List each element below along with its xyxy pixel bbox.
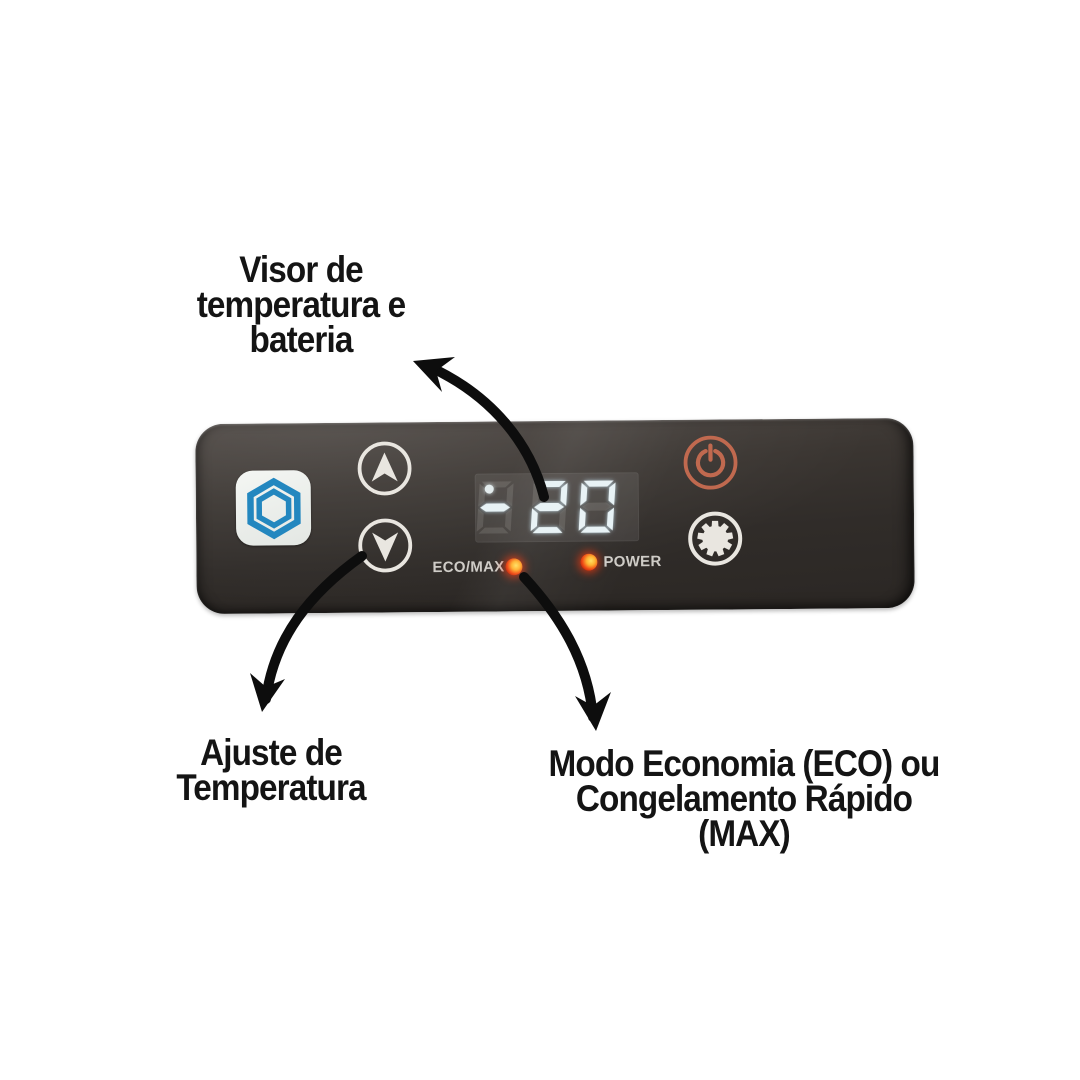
temp-down-button[interactable] <box>356 516 415 575</box>
gear-icon <box>688 511 743 566</box>
down-arrow-icon <box>358 518 413 573</box>
adjust-annotation-label: Ajuste de Temperatura <box>127 732 415 808</box>
display-annotation-line3: bateria <box>249 319 354 360</box>
power-icon <box>683 435 738 490</box>
adjust-annotation-line1: Ajuste de <box>200 732 343 773</box>
settings-button[interactable] <box>686 509 745 568</box>
display-annotation-line1: Visor de <box>239 249 363 290</box>
mode-annotation-line1: Modo Economia (ECO) ou <box>548 743 941 784</box>
power-led <box>580 553 598 571</box>
mode-annotation-label: Modo Economia (ECO) ou Congelamento Rápi… <box>542 743 947 854</box>
temperature-display <box>474 472 640 543</box>
hexagon-icon <box>246 477 301 539</box>
eco-max-led <box>505 558 523 576</box>
control-panel: ECO/MAX POWER <box>195 417 915 615</box>
power-button[interactable] <box>681 433 740 492</box>
power-label: POWER <box>603 553 662 571</box>
display-dot-indicator <box>484 484 494 494</box>
display-annotation-line2: temperatura e <box>196 284 406 325</box>
eco-max-label: ECO/MAX <box>432 558 505 577</box>
up-arrow-icon <box>357 441 412 496</box>
temp-up-button[interactable] <box>355 439 414 498</box>
display-annotation-label: Visor de temperatura e bateria <box>157 249 445 360</box>
adjust-annotation-line2: Temperatura <box>176 767 366 808</box>
brand-logo <box>235 470 312 546</box>
seven-segment-readout <box>476 480 616 534</box>
mode-annotation-line2: Congelamento Rápido (MAX) <box>575 778 913 854</box>
